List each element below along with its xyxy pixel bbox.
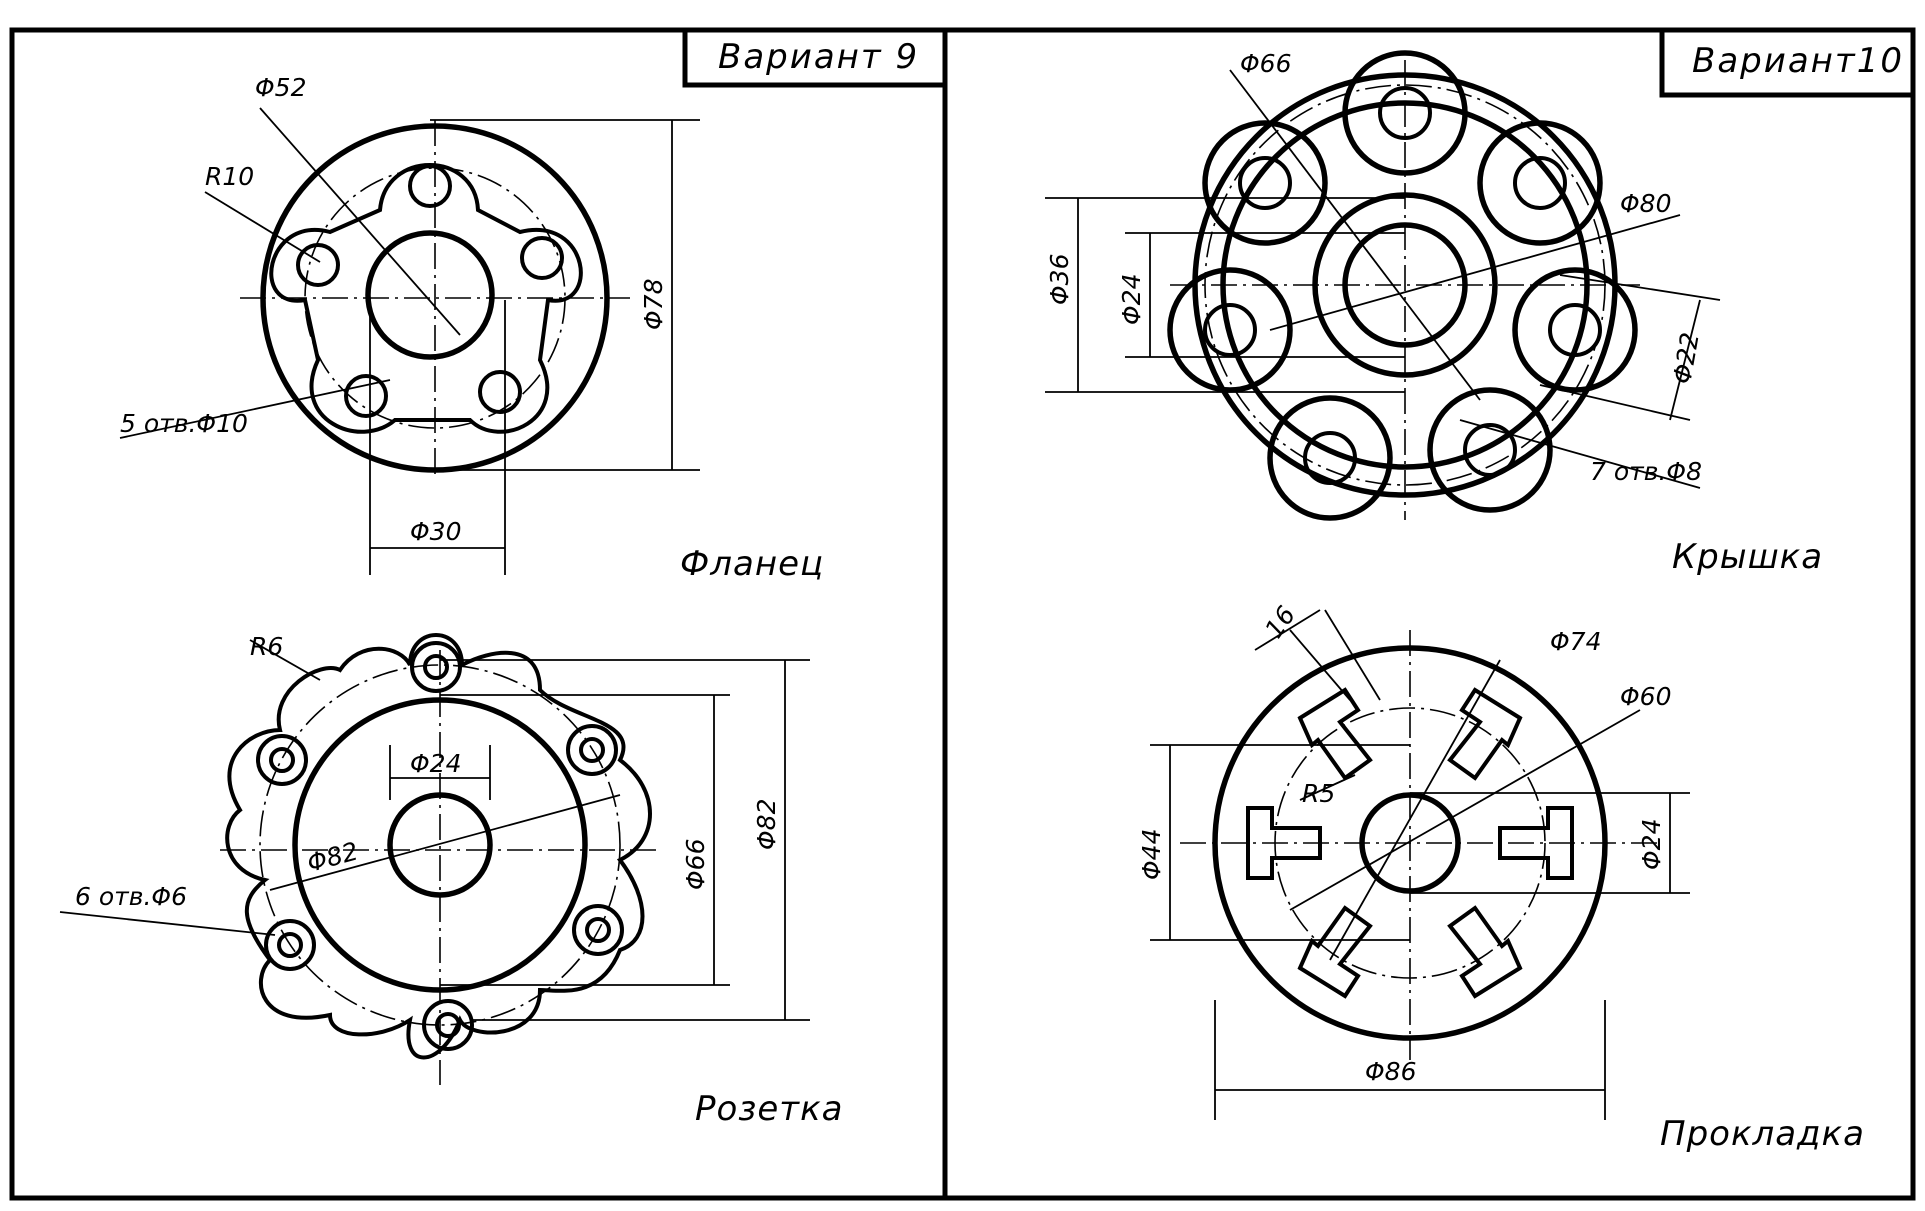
kryshka-title: Крышка: [1672, 537, 1823, 577]
prokladka-dim-d60: Φ60: [1620, 682, 1672, 711]
flanets-dim-r10: R10: [205, 162, 254, 191]
prokladka-dim-r5: R5: [1302, 779, 1335, 808]
rozetka-dim-d82b: Φ82: [752, 799, 781, 851]
flanets-dim-holes: 5 отв.Φ10: [120, 409, 248, 438]
part-rozetka: R6 Φ24 Φ82 Φ66 Φ82 6 отв.Φ6 Розетка: [59, 632, 843, 1129]
flanets-dim-d78: Φ78: [639, 279, 668, 331]
kryshka-dim-holes: 7 отв.Φ8: [1590, 457, 1702, 486]
flanets-hole: [344, 374, 388, 418]
rozetka-hole: [410, 641, 462, 693]
prokladka-title: Прокладка: [1660, 1114, 1865, 1154]
kryshka-dim-d36: Φ36: [1045, 254, 1074, 306]
rozetka-title: Розетка: [695, 1089, 843, 1129]
kryshka-boss: [1477, 120, 1603, 246]
rozetka-dim-holes: 6 отв.Φ6: [75, 882, 187, 911]
part-prokladka: 16 Φ74 Φ60 R5 Φ44 Φ24 Φ86 Прокладка: [1137, 601, 1865, 1154]
kryshka-boss: [1342, 50, 1468, 176]
kryshka-dim-d24: Φ24: [1117, 274, 1146, 326]
kryshka-dim-d22: Φ22: [1667, 330, 1705, 386]
kryshka-boss: [1202, 120, 1328, 246]
kryshka-boss: [1427, 387, 1553, 513]
kryshka-dim-d66: Φ66: [1240, 49, 1292, 78]
variant-box-left: [682, 27, 948, 88]
prokladka-slot: [1447, 687, 1523, 781]
rozetka-hole: [572, 904, 624, 956]
prokladka-slot: [1297, 905, 1373, 999]
flanets-hole: [478, 370, 522, 414]
rozetka-dim-d66: Φ66: [681, 839, 710, 891]
prokladka-dim-d86: Φ86: [1365, 1057, 1417, 1086]
prokladka-slot: [1297, 687, 1373, 781]
right-frame: [942, 27, 1916, 1201]
rozetka-dim-d24: Φ24: [410, 749, 462, 778]
prokladka-slot: [1498, 806, 1574, 880]
variant-box-right: [1659, 27, 1916, 98]
part-kryshka: Φ66 Φ36 Φ24 Φ80 Φ22 7 отв.Φ8 Крышка: [1045, 49, 1823, 577]
flanets-hole: [296, 243, 340, 287]
rozetka-dim-r6: R6: [250, 632, 283, 661]
prokladka-dim-d44: Φ44: [1137, 829, 1166, 881]
kryshka-dim-d80: Φ80: [1620, 189, 1672, 218]
flanets-dim-d52: Φ52: [255, 73, 307, 102]
prokladka-dim-d74: Φ74: [1550, 627, 1602, 656]
rozetka-dim-d82a: Φ82: [304, 836, 361, 877]
prokladka-slot: [1447, 905, 1523, 999]
flanets-hole: [408, 164, 452, 208]
prokladka-slot: [1246, 806, 1322, 880]
rozetka-hole: [566, 724, 618, 776]
kryshka-boss: [1512, 267, 1638, 393]
prokladka-dim-d24: Φ24: [1637, 819, 1666, 871]
variant-label-right: Вариант10: [1692, 41, 1904, 81]
rozetka-hole: [256, 734, 308, 786]
kryshka-boss: [1167, 267, 1293, 393]
variant-label-left: Вариант 9: [718, 37, 919, 77]
part-flanets: Φ52 R10 Φ78 5 отв.Φ10 Φ30 Фланец: [119, 73, 824, 584]
rozetka-hole: [264, 919, 316, 971]
flanets-dim-d30: Φ30: [410, 517, 462, 546]
flanets-title: Фланец: [680, 544, 824, 584]
flanets-hole: [520, 236, 564, 280]
